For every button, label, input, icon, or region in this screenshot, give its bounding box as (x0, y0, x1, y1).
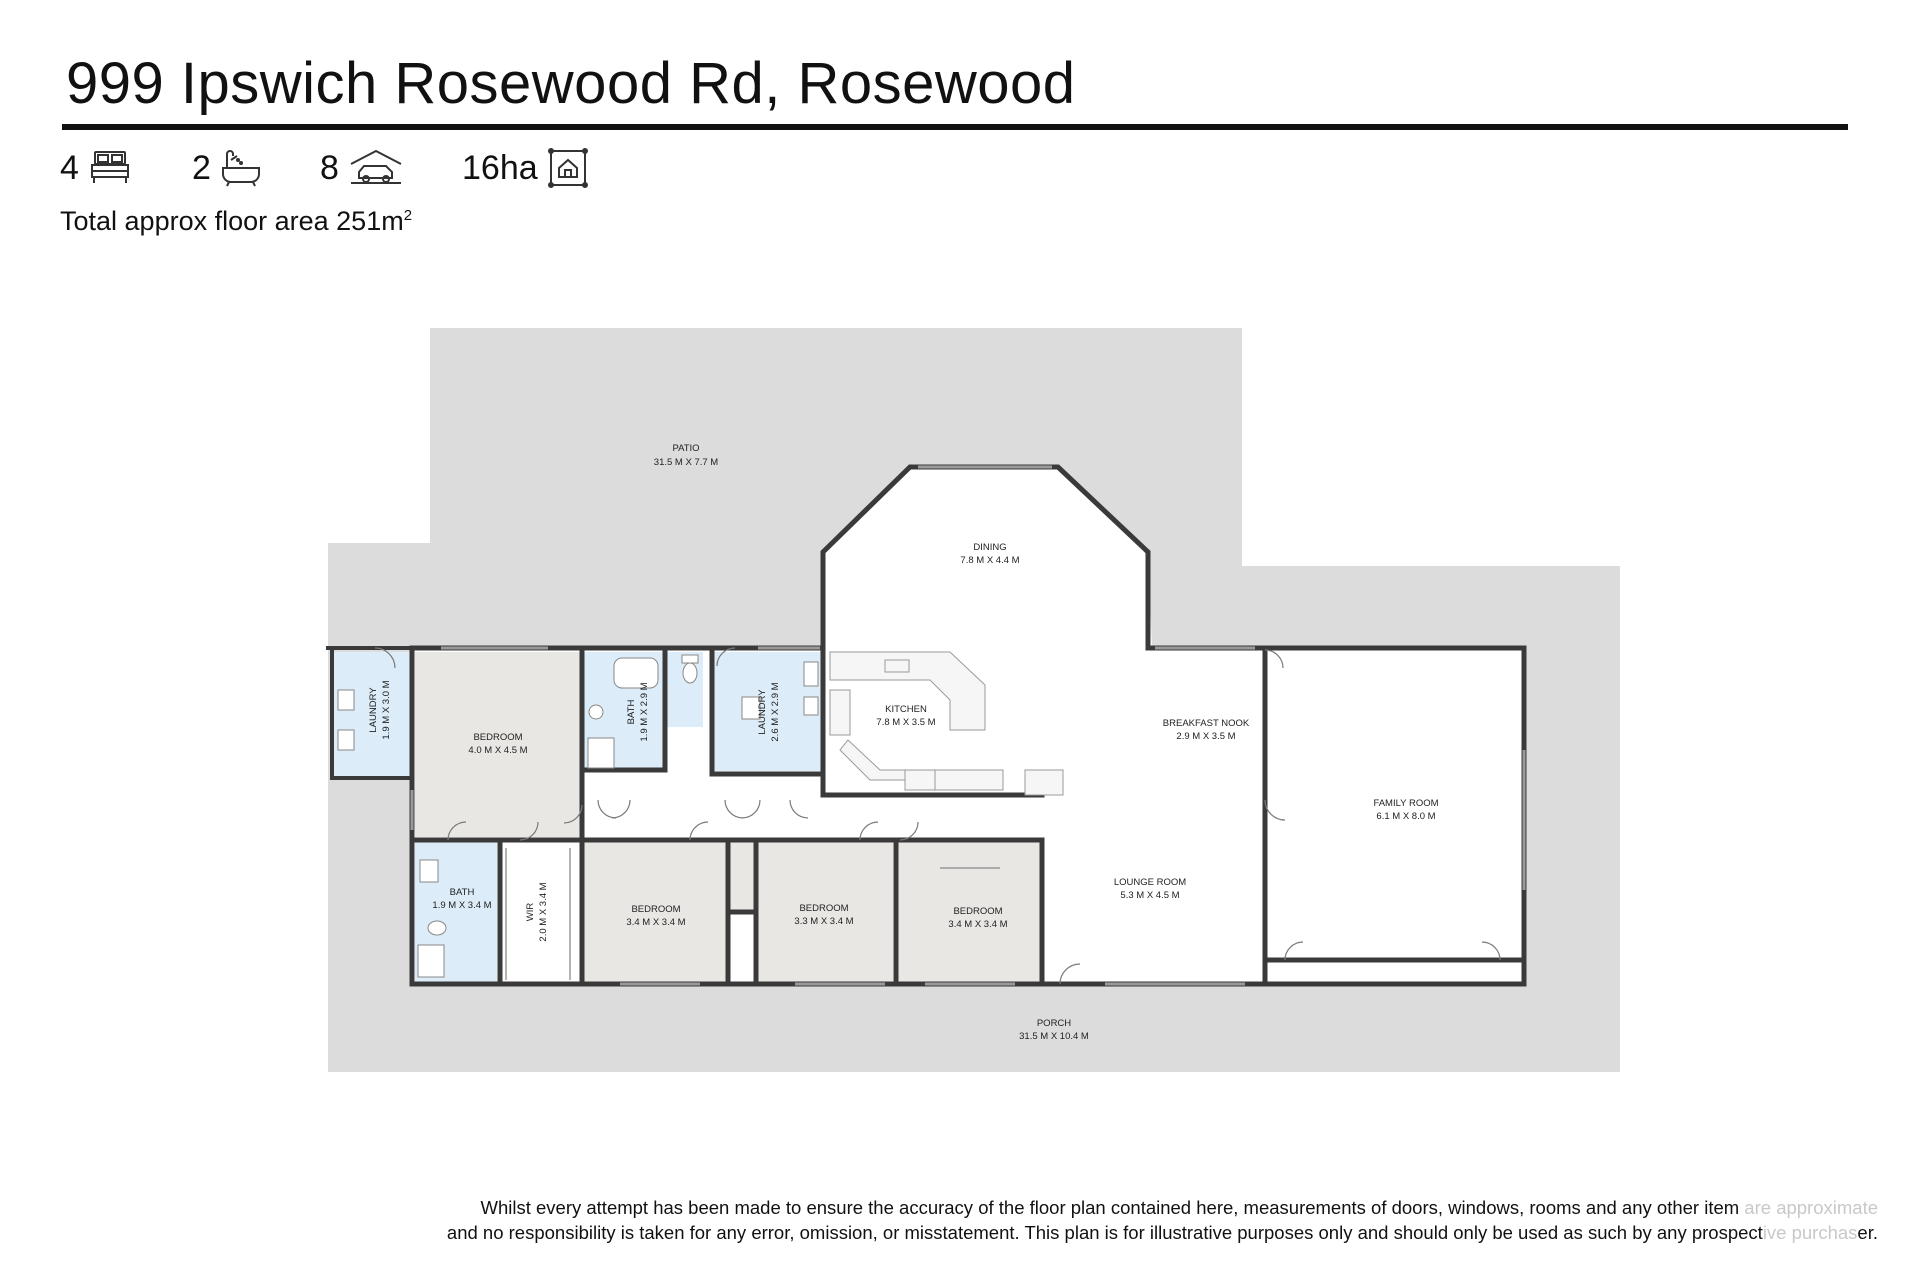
bedroom2-floor (584, 842, 727, 982)
disclaimer: Whilst every attempt has been made to en… (258, 1195, 1878, 1245)
disclaimer-line-1-text: Whilst every attempt has been made to en… (480, 1197, 1740, 1218)
room-name-lounge: LOUNGE ROOM (1114, 877, 1186, 888)
room-name-kitchen: KITCHEN (885, 704, 927, 715)
room-name-family: FAMILY ROOM (1373, 798, 1438, 809)
room-dims-kitchen: 7.8 M X 3.5 M (876, 717, 935, 728)
room-name-bedroom3: BEDROOM (799, 903, 848, 914)
room-dims-bath2: 1.9 M X 3.4 M (432, 900, 491, 911)
room-name-bath1: BATH (626, 700, 637, 725)
room-dims-lounge: 5.3 M X 4.5 M (1120, 890, 1179, 901)
dining-floor (823, 467, 1152, 648)
room-name-bedroom1: BEDROOM (473, 732, 522, 743)
floor-area-superscript: 2 (403, 207, 413, 224)
stat-bedrooms: 4 (60, 148, 131, 188)
disclaimer-line-2-text: and no responsibility is taken for any e… (446, 1222, 1763, 1243)
bed-icon (90, 151, 129, 183)
disclaimer-line-1-faded: are approximate (1739, 1197, 1878, 1218)
room-dims-bedroom3: 3.3 M X 3.4 M (794, 916, 853, 927)
doors (374, 647, 1501, 985)
room-dims-breakfast: 2.9 M X 3.5 M (1176, 731, 1235, 742)
wc-floor (667, 652, 703, 727)
stat-bathrooms: 2 (192, 148, 261, 188)
room-name-porch: PORCH (1037, 1018, 1071, 1029)
kitchen-fixtures (829, 651, 1064, 796)
bath-fixtures (337, 654, 819, 978)
bathrooms-count: 2 (192, 148, 211, 187)
car-spaces-count: 8 (320, 148, 339, 187)
bedroom4-floor (898, 842, 1042, 982)
floor-area-text: Total approx floor area 251m (60, 206, 404, 236)
wardrobe-rails (505, 848, 1000, 980)
room-dims-wir: 2.0 M X 3.4 M (538, 882, 549, 941)
hall-closet-floor (730, 842, 754, 912)
room-labels: PATIO 31.5 M X 7.7 M DINING 7.8 M X 4.4 … (368, 443, 1439, 1042)
room-dims-laundry1: 1.9 M X 3.0 M (381, 680, 392, 739)
room-dims-bedroom1: 4.0 M X 4.5 M (468, 745, 527, 756)
bedrooms-count: 4 (60, 148, 79, 187)
bathtub-icon (221, 150, 260, 187)
room-name-breakfast: BREAKFAST NOOK (1163, 718, 1250, 729)
room-dims-patio: 31.5 M X 7.7 M (654, 457, 719, 468)
laundry2-floor (714, 652, 821, 771)
room-name-bath2: BATH (450, 887, 475, 898)
disclaimer-line-2-end: er. (1857, 1222, 1878, 1243)
room-dims-porch: 31.5 M X 10.4 M (1019, 1031, 1089, 1042)
windows (410, 465, 1526, 986)
room-name-bedroom2: BEDROOM (631, 904, 680, 915)
bedroom3-floor (758, 842, 893, 982)
room-name-laundry2: LAUNDRY (757, 689, 768, 735)
stat-land: 16ha (462, 148, 588, 188)
disclaimer-line-2-faded: ive purchas (1762, 1222, 1858, 1243)
disclaimer-line-2: and no responsibility is taken for any e… (258, 1220, 1878, 1245)
laundry1-floor (334, 652, 412, 776)
room-dims-family: 6.1 M X 8.0 M (1376, 811, 1435, 822)
room-dims-laundry2: 2.6 M X 2.9 M (770, 682, 781, 741)
room-dims-dining: 7.8 M X 4.4 M (960, 555, 1019, 566)
room-name-patio: PATIO (672, 443, 699, 454)
land-house-icon (547, 148, 588, 188)
room-name-laundry1: LAUNDRY (368, 687, 379, 733)
bedroom1-floor (415, 652, 580, 837)
room-dims-bedroom2: 3.4 M X 3.4 M (626, 917, 685, 928)
floor-area: Total approx floor area 251m2 (60, 206, 412, 237)
title-underline (62, 124, 1848, 130)
land-size: 16ha (462, 148, 538, 187)
room-name-bedroom4: BEDROOM (953, 906, 1002, 917)
disclaimer-line-1: Whilst every attempt has been made to en… (258, 1195, 1879, 1220)
property-address: 999 Ipswich Rosewood Rd, Rosewood (66, 51, 1076, 116)
stat-car-spaces: 8 (320, 148, 403, 188)
room-dims-bath1: 1.9 M X 2.9 M (639, 682, 650, 741)
room-name-dining: DINING (973, 542, 1006, 553)
room-name-wir: WIR (525, 903, 536, 922)
room-dims-bedroom4: 3.4 M X 3.4 M (948, 919, 1007, 930)
car-garage-icon (350, 149, 402, 184)
